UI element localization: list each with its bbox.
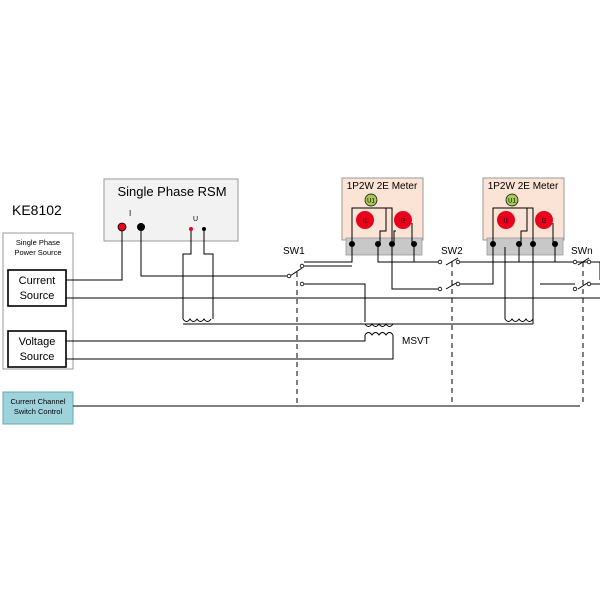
voltage-source-line1: Voltage	[19, 336, 56, 348]
switch-contacts	[286, 259, 592, 292]
meter-1-i1-label: I1	[362, 219, 368, 225]
switch-control-links	[296, 262, 584, 406]
meter-2: 1P2W 2E Meter U1 I1 I2	[482, 177, 565, 256]
meter-2-voltage-element	[505, 193, 519, 207]
current-source-line2: Source	[20, 290, 55, 302]
power-source-title-line2: Power Source	[14, 248, 61, 257]
control-line1: Current Channel	[10, 397, 65, 406]
rsm-current-terminal-black	[137, 223, 145, 231]
meter-1-current-element-1	[356, 211, 374, 229]
power-source-title-line1: Single Phase	[16, 238, 60, 247]
voltage-source-line2: Source	[20, 351, 55, 363]
voltage-source: Voltage Source	[7, 330, 67, 368]
meter-1-terminal-block	[345, 237, 423, 256]
current-source: Current Source	[7, 269, 67, 307]
rsm-voltage-terminal-red	[189, 227, 193, 231]
rsm-u-label: U	[193, 216, 198, 223]
meter-2-terminal-block	[486, 237, 564, 256]
meter-2-u-label: U1	[508, 199, 516, 205]
meter-1-current-element-2	[394, 211, 412, 229]
system-model-label: KE8102	[12, 202, 62, 218]
meter-1-i2-label: I2	[400, 219, 406, 225]
single-phase-rsm: Single Phase RSM I U	[103, 178, 239, 242]
rsm-current-terminal-red	[117, 222, 127, 232]
meter-2-i1-label: I1	[503, 219, 509, 225]
current-channel-switch-control: Current Channel Switch Control	[2, 391, 74, 425]
meter-1-u-label: U1	[367, 199, 375, 205]
wiring	[65, 231, 600, 407]
msvt-label: MSVT	[402, 336, 430, 347]
meter-2-i2-label: I2	[541, 219, 547, 225]
switch-sw1-label: SW1	[283, 246, 305, 257]
switch-swn-label: SWn	[571, 246, 593, 257]
meter-1: 1P2W 2E Meter U1 I1 I2	[341, 177, 424, 256]
control-line2: Switch Control	[14, 407, 63, 416]
meter-1-voltage-element	[364, 193, 378, 207]
rsm-i-label: I	[129, 209, 131, 218]
meter-1-title: 1P2W 2E Meter	[347, 181, 418, 192]
current-source-line1: Current	[19, 275, 56, 287]
switch-sw2-label: SW2	[441, 246, 463, 257]
meter-2-current-element-2	[535, 211, 553, 229]
power-source: Single Phase Power Source Current Source…	[2, 232, 74, 370]
rsm-title: Single Phase RSM	[117, 184, 226, 199]
rsm-voltage-terminal-black	[202, 227, 206, 231]
meter-2-title: 1P2W 2E Meter	[488, 181, 559, 192]
meter-2-current-element-1	[497, 211, 515, 229]
